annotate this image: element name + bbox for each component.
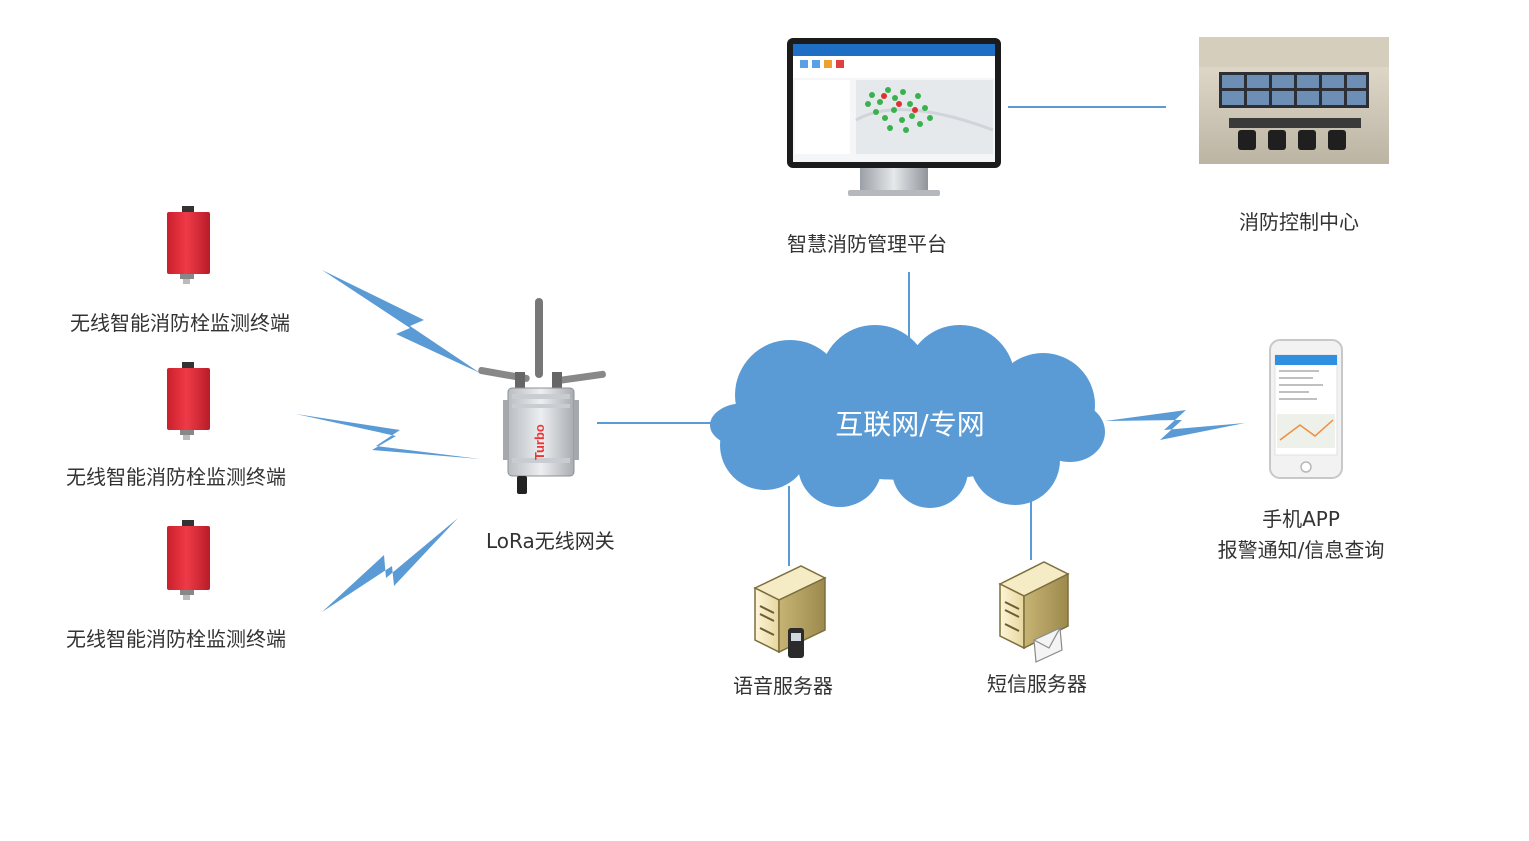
platform-label: 智慧消防管理平台 — [787, 232, 947, 256]
terminal-label-1: 无线智能消防栓监测终端 — [70, 311, 290, 335]
sms-server-icon — [998, 561, 1070, 663]
lora-gateway-device: Turbo — [478, 298, 606, 494]
wireless-links — [296, 270, 1245, 612]
platform-monitor — [787, 38, 1001, 196]
control-center-label: 消防控制中心 — [1239, 210, 1359, 234]
terminal-label-3: 无线智能消防栓监测终端 — [66, 627, 286, 651]
wireless-link-terminal-1 — [322, 270, 480, 373]
mobile-label-line2: 报警通知/信息查询 — [1217, 538, 1385, 562]
terminal-device-1 — [167, 206, 210, 284]
wireless-link-terminal-2 — [296, 414, 480, 459]
mobile-label-line1: 手机APP — [1262, 507, 1340, 531]
voice-server-icon — [753, 565, 827, 658]
voice-server-label: 语音服务器 — [733, 674, 833, 698]
control-center-photo — [1199, 37, 1389, 164]
gateway-brand: Turbo — [532, 424, 547, 460]
gateway-label: LoRa无线网关 — [486, 529, 615, 553]
network-cloud — [710, 325, 1105, 508]
mobile-phone — [1269, 339, 1343, 479]
network-label: 互联网/专网 — [835, 408, 985, 441]
sms-server-label: 短信服务器 — [987, 672, 1087, 696]
terminal-device-3 — [167, 520, 210, 600]
terminal-device-2 — [167, 362, 210, 440]
terminal-label-2: 无线智能消防栓监测终端 — [66, 465, 286, 489]
wireless-link-mobile — [1105, 410, 1245, 440]
wireless-link-terminal-3 — [322, 518, 458, 612]
